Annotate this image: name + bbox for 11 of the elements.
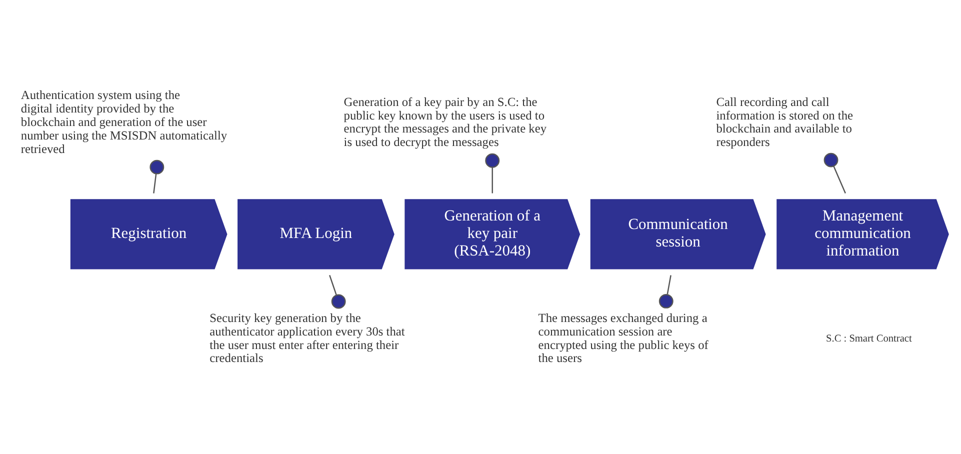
node-text: Authentication system using the digital identity provided by the blockchain and generation of the user number using the MSISDN automatically retrieved [20, 88, 228, 156]
node-text: Security key generation by the authenticator application every 30s that the user must enter after entering their credentials [210, 310, 405, 365]
node-text: Generation of a key pair by an S.C: the public key known by the users is used to encrypt the messages and the private key is used to decrypt the messages [344, 94, 547, 149]
connector [329, 274, 346, 308]
node-text: Call recording and call information is stored on the blockchain and available to responders [716, 94, 854, 149]
connector [658, 274, 674, 308]
connector [485, 152, 500, 193]
label: S.C : Smart Contract [826, 333, 912, 344]
connector [150, 159, 164, 193]
connector [824, 152, 846, 194]
node-text: The messages exchanged during a communication session are encrypted using the public keys of the users [538, 310, 708, 365]
